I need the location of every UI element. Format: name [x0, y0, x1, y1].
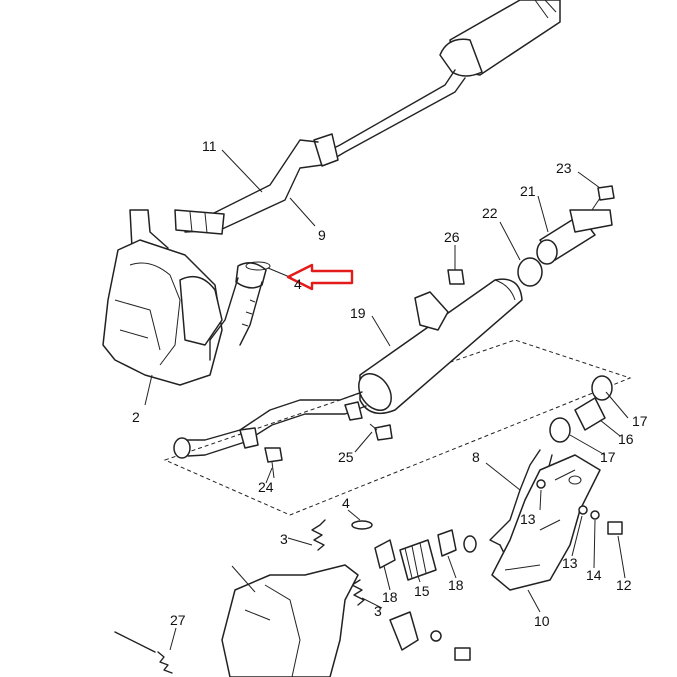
label-19: 19 — [350, 305, 366, 321]
label-24: 24 — [258, 479, 274, 495]
part-labels: 11 9 23 21 22 26 4 19 2 17 16 17 25 24 8… — [132, 138, 648, 629]
label-2: 2 — [132, 409, 140, 425]
label-21: 21 — [520, 183, 536, 199]
label-14: 14 — [586, 567, 602, 583]
joint-16 — [574, 397, 606, 431]
bolt-24 — [264, 447, 283, 479]
label-17-lower: 17 — [600, 449, 616, 465]
label-3-lower: 3 — [374, 603, 382, 619]
label-9: 9 — [318, 227, 326, 243]
gasket-part-4-upper — [245, 261, 271, 271]
clamp-18-a — [374, 539, 396, 569]
label-27: 27 — [170, 612, 186, 628]
label-13-b: 13 — [562, 555, 578, 571]
muffler-19 — [173, 278, 523, 459]
label-22: 22 — [482, 205, 498, 221]
screw-23 — [591, 185, 615, 211]
label-16: 16 — [618, 431, 634, 447]
label-3-upper: 3 — [280, 531, 288, 547]
tailpipe-21 — [536, 209, 613, 265]
leader-lines — [144, 149, 629, 651]
bolt-26 — [447, 255, 465, 285]
label-23: 23 — [556, 160, 572, 176]
label-18-b: 18 — [448, 577, 464, 593]
spring-27 — [114, 631, 173, 674]
clamp-17-lower — [549, 417, 571, 443]
gasket-part-4-lower — [351, 520, 373, 530]
clamp-17-upper — [591, 375, 613, 401]
label-8: 8 — [472, 449, 480, 465]
gasket-22 — [517, 257, 543, 287]
label-11: 11 — [202, 138, 217, 154]
guard-10 — [491, 454, 601, 591]
label-4-upper: 4 — [294, 276, 302, 292]
label-26: 26 — [444, 229, 460, 245]
lower-chamber — [221, 564, 471, 677]
label-17-upper: 17 — [632, 413, 648, 429]
label-10: 10 — [534, 613, 550, 629]
highlight-arrow — [286, 263, 354, 291]
label-15: 15 — [414, 583, 430, 599]
bolt-25 — [369, 423, 393, 441]
label-18-a: 18 — [382, 589, 398, 605]
spring-3-upper — [311, 519, 326, 551]
nut-14 — [590, 510, 600, 520]
label-4-lower: 4 — [342, 495, 350, 511]
bolt-12 — [607, 521, 623, 535]
label-25: 25 — [338, 449, 354, 465]
upper-muffler-assembly — [174, 0, 561, 235]
label-13-a: 13 — [520, 511, 536, 527]
label-12: 12 — [616, 577, 632, 593]
exhaust-chamber-2 — [102, 209, 267, 386]
washer-13-a — [536, 479, 546, 489]
joint-15 — [399, 539, 437, 581]
washer-13-b — [578, 505, 588, 515]
clamp-18-b — [437, 529, 457, 557]
